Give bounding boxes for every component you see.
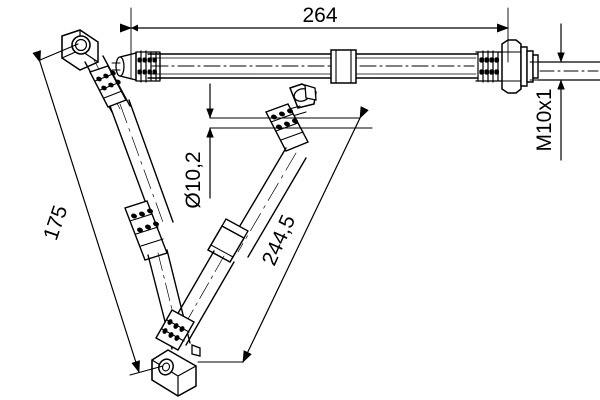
banjo-eyelet-top-left bbox=[39, 29, 99, 71]
horizontal-hose-run bbox=[147, 53, 479, 79]
dimension-label-m10x1: M10x1 bbox=[533, 88, 556, 151]
collar-right-branch-mid bbox=[206, 218, 249, 264]
crimp-knurl-right bbox=[479, 57, 500, 75]
banjo-eyelet-bottom bbox=[129, 344, 201, 397]
ferrule-bottom bbox=[155, 309, 195, 351]
dimension-label-264: 264 bbox=[302, 4, 337, 27]
dimension-label-175: 175 bbox=[39, 203, 72, 244]
hex-nut-right bbox=[501, 39, 522, 94]
dimension-244-5 bbox=[197, 106, 369, 363]
ferrule-left-branch-mid bbox=[124, 200, 168, 261]
end-fitting-right bbox=[475, 39, 600, 94]
dimension-175 bbox=[32, 50, 140, 373]
dimension-label-244-5: 244,5 bbox=[258, 212, 300, 269]
dimension-m10x1 bbox=[529, 23, 587, 161]
bracket-clip-mid bbox=[330, 49, 357, 84]
dimension-label-diameter: Ø10,2 bbox=[182, 151, 205, 208]
